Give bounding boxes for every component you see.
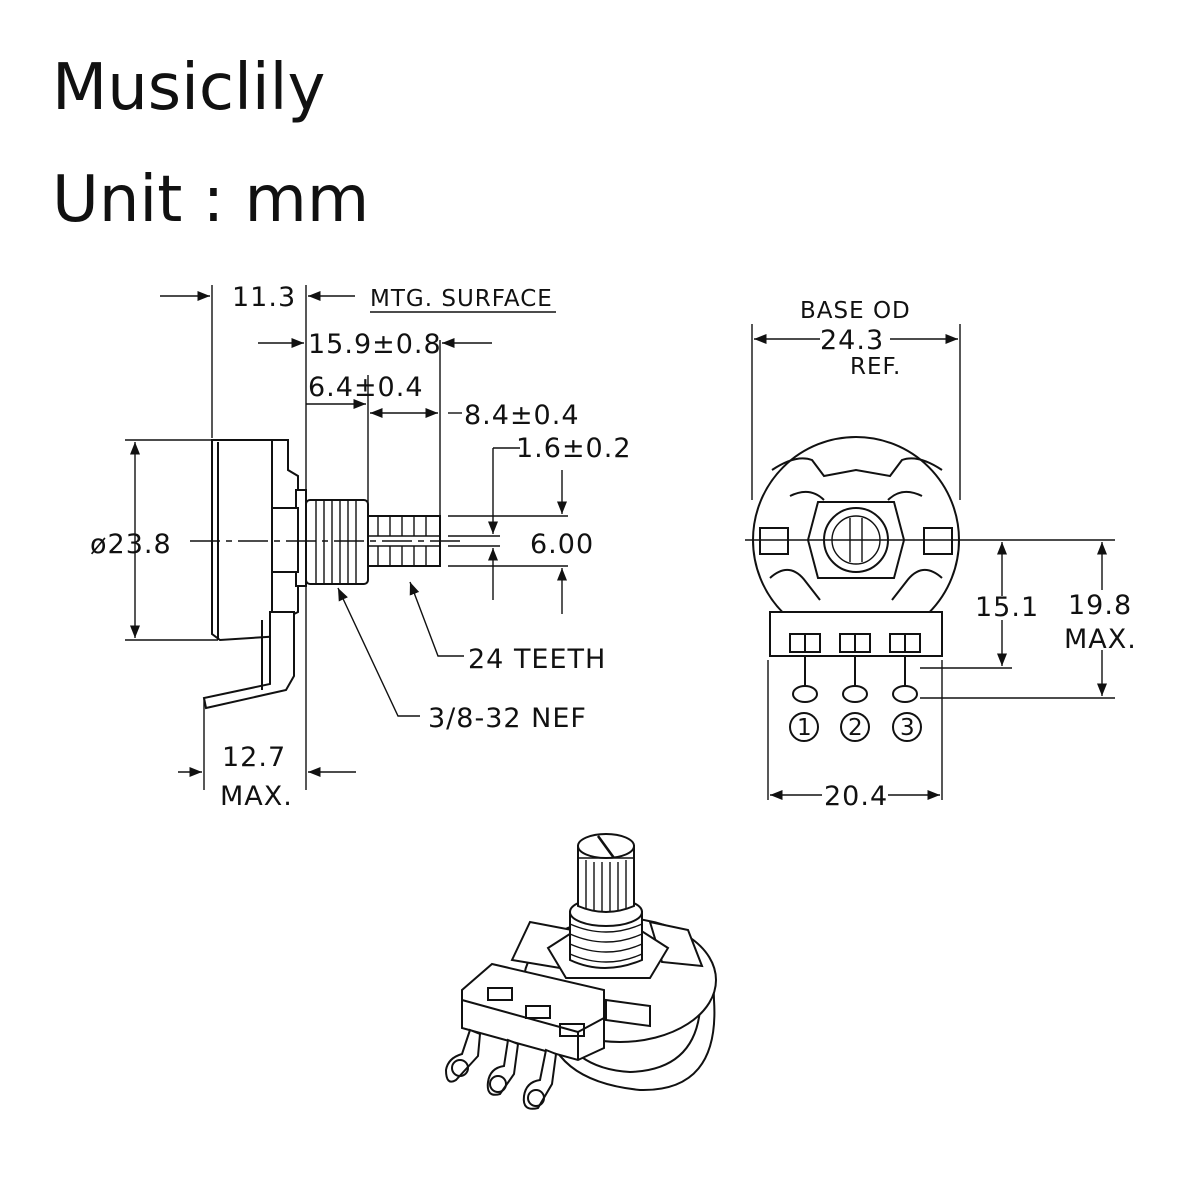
brand-title: Musiclily xyxy=(52,51,326,125)
dim-shaft-dia-text: 6.00 xyxy=(530,529,594,560)
dim-width-text: 20.4 xyxy=(824,781,888,812)
base-od-value-text: 24.3 xyxy=(820,325,884,356)
dim-overall-text: 11.3 xyxy=(232,282,296,313)
base-od-ref-text: REF. xyxy=(850,354,901,380)
dim-slot-text: 1.6±0.2 xyxy=(516,433,632,464)
dim-knurl-text: 8.4±0.4 xyxy=(464,400,580,431)
dim-diameter-text: ø23.8 xyxy=(90,529,172,560)
terminal-3-label: 3 xyxy=(900,715,916,741)
front-view: BASE OD 24.3 REF. xyxy=(745,298,1137,812)
isometric-view xyxy=(444,833,717,1110)
dim-height-max-value-text: 19.8 xyxy=(1068,590,1132,621)
dim-shaft-text: 15.9±0.8 xyxy=(308,329,442,360)
unit-label: Unit : mm xyxy=(52,163,370,237)
dim-depth-max-text: MAX. xyxy=(220,781,293,812)
thread-text: 3/8-32 NEF xyxy=(428,703,587,734)
mtg-surface-text: MTG. SURFACE xyxy=(370,286,553,312)
dim-height-max-text: MAX. xyxy=(1064,624,1137,655)
base-od-text: BASE OD xyxy=(800,298,911,324)
terminal-1-label: 1 xyxy=(797,715,813,741)
dim-depth-value-text: 12.7 xyxy=(222,742,286,773)
terminal-2-label: 2 xyxy=(848,715,864,741)
dim-height-text: 15.1 xyxy=(975,592,1039,623)
dim-bushing-text: 6.4±0.4 xyxy=(308,372,424,403)
teeth-text: 24 TEETH xyxy=(468,644,606,675)
side-view: 11.3 MTG. SURFACE 15.9±0.8 6.4±0.4 8.4±0… xyxy=(90,282,632,812)
